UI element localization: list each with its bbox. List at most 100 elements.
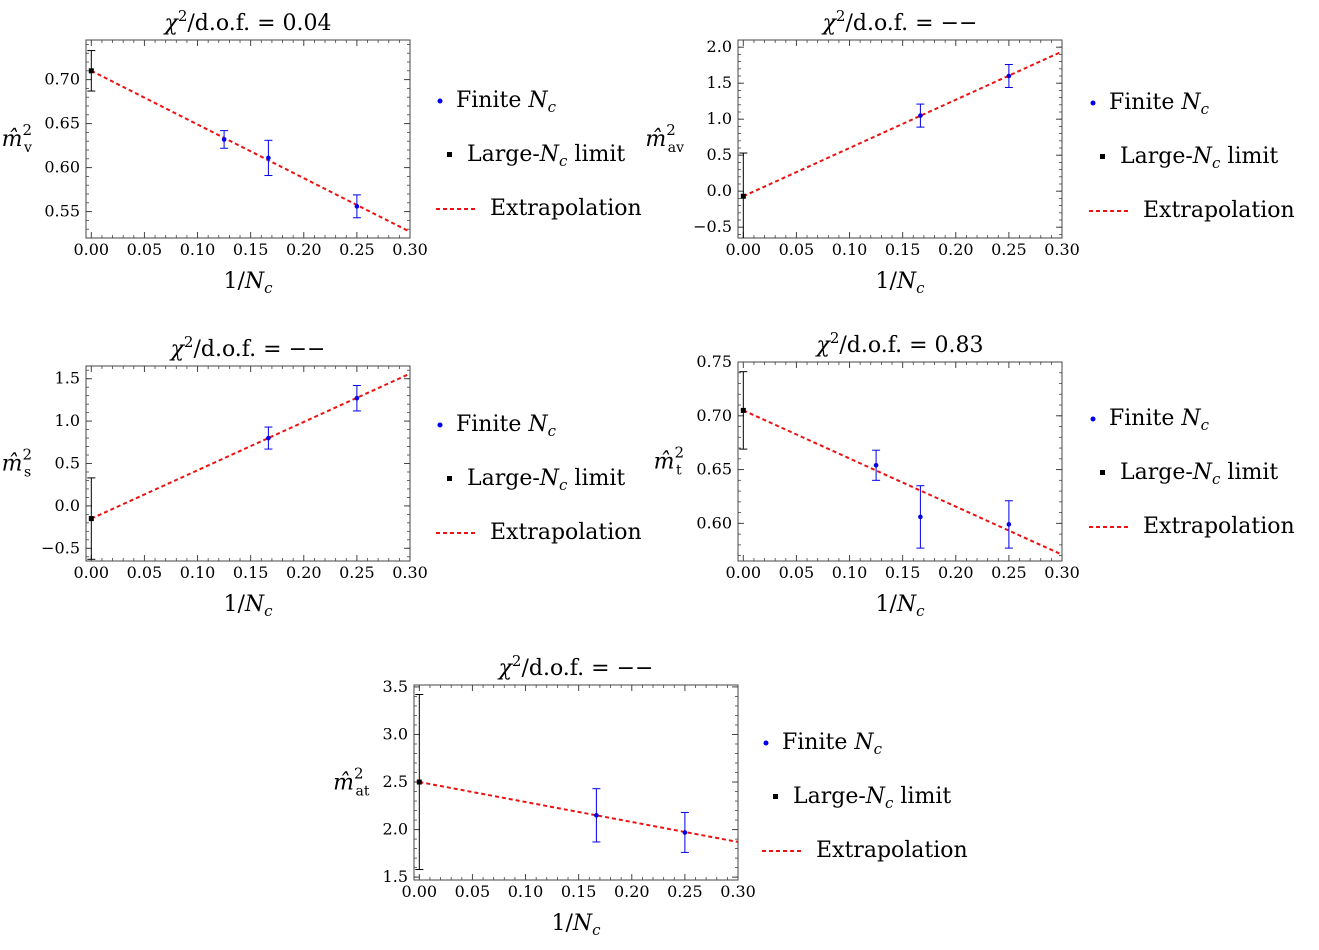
limit-point: [416, 779, 422, 785]
legend-limit-marker: [1100, 470, 1105, 475]
x-tick-label: 0.15: [885, 563, 921, 582]
legend-finite-label: Finite Nc: [1109, 90, 1210, 118]
plot-frame: [413, 684, 739, 881]
plot-area: [87, 372, 410, 560]
x-tick-label: 0.10: [832, 563, 868, 582]
y-tick-label: 3.0: [383, 724, 408, 743]
x-tick-label: 0.20: [286, 240, 322, 259]
x-tick-label: 0.00: [73, 240, 109, 259]
x-tick-label: 0.30: [1044, 240, 1080, 259]
y-tick-label: −0.5: [41, 538, 80, 557]
y-tick-label: 1.0: [55, 411, 80, 430]
limit-point: [88, 516, 94, 522]
legend-finite-label: Finite Nc: [456, 88, 557, 116]
x-tick-label: 0.00: [401, 882, 437, 901]
legend-limit-marker: [773, 794, 778, 799]
x-tick-label: 0.00: [73, 563, 109, 582]
x-tick-label: 0.20: [938, 240, 974, 259]
limit-point: [88, 68, 94, 74]
y-tick-label: 1.0: [707, 109, 732, 128]
x-tick-label: 0.05: [127, 240, 163, 259]
extrapolation-line: [742, 409, 1062, 556]
x-tick-label: 0.00: [725, 240, 761, 259]
plot-frame: [737, 39, 1063, 239]
finite-point-2: [682, 830, 688, 835]
legend-finite-label: Finite Nc: [782, 730, 883, 758]
y-tick-label: 0.70: [696, 406, 732, 425]
limit-point: [740, 407, 746, 413]
x-tick-label: 0.10: [180, 240, 216, 259]
y-tick-label: 3.5: [383, 677, 408, 696]
x-tick-label: 0.20: [938, 563, 974, 582]
extrapolation-line: [419, 781, 738, 843]
y-tick-label: 0.55: [44, 202, 80, 221]
y-tick-label: 0.5: [707, 145, 732, 164]
y-tick-label: −0.5: [693, 217, 732, 236]
chart-title: χ2/d.o.f. = −−: [497, 652, 654, 681]
legend-finite-label: Finite Nc: [456, 412, 557, 440]
chart-title: χ2/d.o.f. = 0.04: [163, 7, 332, 36]
finite-point-1: [221, 137, 227, 142]
finite-point-2: [266, 155, 271, 161]
finite-point-2: [918, 514, 923, 520]
legend-fit-label: Extrapolation: [490, 520, 642, 545]
legend-limit-label: Large-Nc limit: [1120, 460, 1278, 488]
legend-finite-marker: [1090, 100, 1096, 106]
x-tick-label: 0.20: [286, 563, 322, 582]
finite-point-1: [918, 113, 923, 118]
y-tick-label: 2.0: [707, 37, 732, 56]
legend-limit-label: Large-Nc limit: [467, 142, 625, 170]
y-tick-label: 0.65: [44, 114, 80, 133]
x-tick-label: 0.10: [508, 882, 544, 901]
extrapolation-line: [90, 372, 410, 520]
x-tick-label: 0.25: [667, 882, 703, 901]
x-tick-label: 0.15: [885, 240, 921, 259]
x-axis-label: 1/Nc: [551, 911, 601, 939]
finite-point-1: [266, 435, 271, 441]
plot-frame: [737, 361, 1063, 562]
chart-title: χ2/d.o.f. = −−: [169, 333, 326, 362]
x-tick-label: 0.30: [1044, 563, 1080, 582]
x-tick-label: 0.10: [832, 240, 868, 259]
y-tick-label: 1.5: [55, 369, 80, 388]
y-tick-label: 0.70: [44, 70, 80, 89]
x-tick-label: 0.25: [991, 563, 1027, 582]
legend-limit-marker: [447, 476, 452, 481]
extrapolation-line: [742, 50, 1062, 198]
legend-finite-marker: [763, 740, 769, 746]
y-tick-label: 0.0: [55, 496, 80, 515]
x-tick-label: 0.30: [392, 563, 428, 582]
x-axis-label: 1/Nc: [875, 592, 925, 620]
legend-fit-label: Extrapolation: [816, 838, 968, 863]
y-tick-label: 0.60: [696, 513, 732, 532]
legend-limit-label: Large-Nc limit: [467, 466, 625, 494]
x-axis-label: 1/Nc: [223, 269, 273, 297]
legend-fit-label: Extrapolation: [1143, 514, 1295, 539]
chart-title: χ2/d.o.f. = 0.83: [815, 329, 984, 358]
x-tick-label: 0.15: [561, 882, 597, 901]
y-tick-label: 0.0: [707, 181, 732, 200]
plot-area: [739, 50, 1062, 238]
x-axis-label: 1/Nc: [875, 269, 925, 297]
y-tick-label: 1.5: [383, 867, 408, 886]
finite-point-3: [1006, 522, 1012, 527]
legend-finite-marker: [1090, 416, 1096, 422]
y-tick-label: 0.75: [696, 352, 732, 371]
legend-limit-label: Large-Nc limit: [1120, 144, 1278, 172]
x-tick-label: 0.05: [779, 563, 815, 582]
x-axis-label: 1/Nc: [223, 592, 273, 620]
finite-point-3: [354, 204, 360, 209]
y-tick-label: 1.5: [707, 73, 732, 92]
x-tick-label: 0.05: [455, 882, 491, 901]
limit-point: [740, 193, 746, 199]
x-tick-label: 0.15: [233, 563, 269, 582]
x-tick-label: 0.25: [339, 563, 375, 582]
